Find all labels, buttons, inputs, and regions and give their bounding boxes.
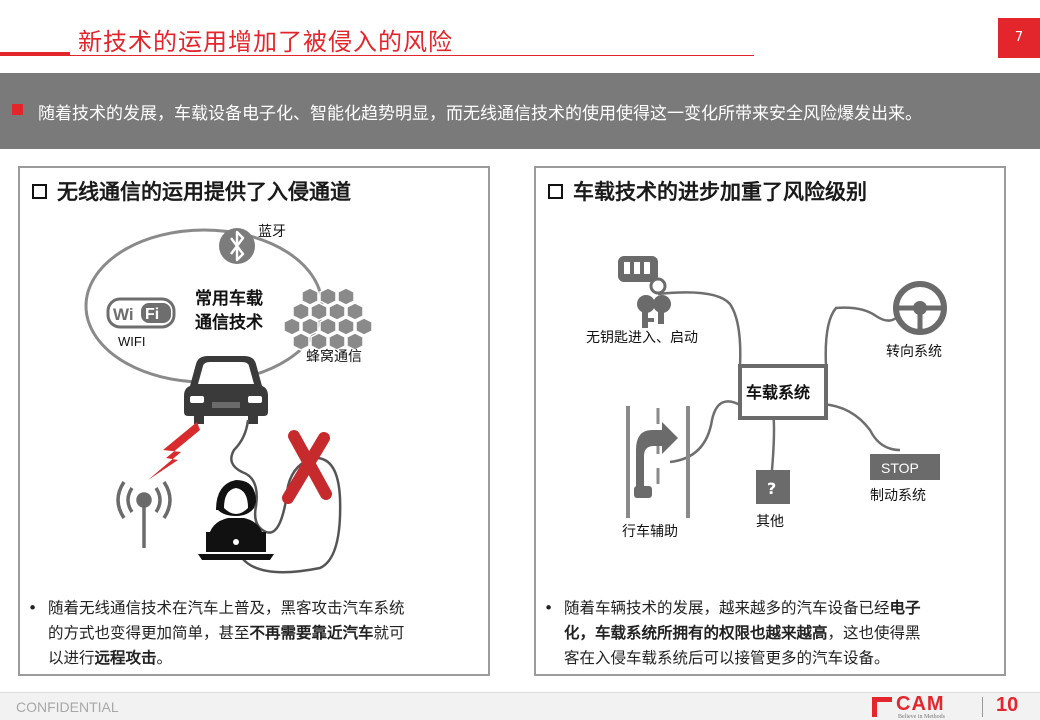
note-line: 随着无线通信技术在汽车上普及，黑客攻击汽车系统: [48, 599, 405, 617]
checkbox-icon: [32, 183, 47, 199]
vehicle-tech-panel: 无钥匙进入、启动 转向系统 车载系统 行车辅助 ? 其他 STOP 制: [534, 166, 1006, 676]
banner-text: 随着技术的发展，车载设备电子化、智能化趋势明显，而无线通信技术的使用使得这一变化…: [38, 104, 922, 124]
blocked-x-icon: [282, 430, 332, 504]
driving-assist-label: 行车辅助: [622, 523, 678, 540]
driving-assist-road-icon: [626, 406, 690, 518]
wireless-heading-text: 无线通信的运用提供了入侵通道: [57, 180, 351, 204]
page-number: 7: [998, 18, 1040, 58]
attack-cable: [230, 419, 342, 574]
radio-tower-icon: [116, 481, 172, 548]
keyless-key-icon: [618, 256, 671, 328]
car-icon: [184, 356, 268, 424]
bluetooth-label: 蓝牙: [258, 224, 286, 240]
anniversary-logo: 10: [996, 694, 1019, 716]
cam-logo-tagline: Believe in Methods: [898, 714, 945, 720]
header-underline: [70, 55, 754, 56]
steering-label: 转向系统: [886, 344, 942, 360]
cellular-honeycomb-icon: [283, 287, 373, 351]
center-label-line1: 常用车载: [195, 288, 263, 309]
hacker-icon: [198, 480, 274, 560]
banner-bullet-icon: [12, 104, 23, 115]
note-line: 化，车载系统所拥有的权限也越来越高，这也使得黑: [564, 624, 921, 642]
note-line: 客在入侵车载系统后可以接管更多的汽车设备。: [564, 649, 890, 667]
vehicle-system-box: [738, 364, 828, 420]
cam-logo-text: CAM: [896, 693, 945, 715]
svg-text:Wi: Wi: [113, 305, 134, 324]
vehicle-tech-heading-text: 车载技术的进步加重了风险级别: [573, 180, 867, 204]
cam-logo-mark-icon: [872, 697, 892, 717]
note-bullet: •: [544, 599, 554, 617]
other-label: 其他: [756, 514, 784, 530]
center-label-line2: 通信技术: [195, 312, 263, 333]
confidential-label: CONFIDENTIAL: [16, 699, 119, 715]
keyless-label: 无钥匙进入、启动: [586, 330, 698, 346]
wireless-diagram: 蓝牙 Wi Fi WIFI 常用车载 通信技术: [84, 224, 373, 574]
summary-banner: 随着技术的发展，车载设备电子化、智能化趋势明显，而无线通信技术的使用使得这一变化…: [0, 73, 1040, 149]
connector-lines: [657, 291, 901, 471]
cellular-label: 蜂窝通信: [306, 348, 362, 365]
vehicle-tech-diagram: 无钥匙进入、启动 转向系统 车载系统 行车辅助 ? 其他 STOP 制: [586, 256, 947, 540]
wifi-label: WIFI: [118, 334, 145, 349]
wifi-logo-icon: Wi Fi: [106, 297, 176, 329]
other-question-icon: [756, 470, 790, 504]
checkbox-icon: [548, 183, 563, 199]
logo-divider: [982, 697, 983, 717]
header-accent-bar: [0, 52, 70, 56]
svg-text:Fi: Fi: [145, 306, 159, 323]
footer: CONFIDENTIAL CAM Believe in Methods 10: [0, 692, 1040, 720]
vehicle-tech-panel-heading: 车载技术的进步加重了风险级别: [548, 176, 867, 206]
svg-text:?: ?: [767, 479, 776, 498]
brake-label: 制动系统: [870, 488, 926, 504]
bluetooth-icon: [219, 228, 255, 264]
lightning-icon: [148, 422, 200, 480]
note-bullet: •: [28, 599, 38, 617]
wireless-panel: 蓝牙 Wi Fi WIFI 常用车载 通信技术: [18, 166, 490, 676]
note-line: 以进行远程攻击。: [48, 649, 173, 667]
steering-wheel-icon: [893, 281, 947, 335]
wireless-panel-heading: 无线通信的运用提供了入侵通道: [32, 176, 351, 206]
slide-title: 新技术的运用增加了被侵入的风险: [78, 28, 453, 56]
vehicle-system-label: 车载系统: [746, 383, 810, 402]
note-line: 随着车辆技术的发展，越来越多的汽车设备已经电子: [564, 599, 921, 617]
stop-sign-icon: [870, 454, 940, 480]
note-line: 的方式也变得更加简单，甚至不再需要靠近汽车就可: [48, 624, 405, 642]
stop-sign-text: STOP: [881, 460, 919, 476]
